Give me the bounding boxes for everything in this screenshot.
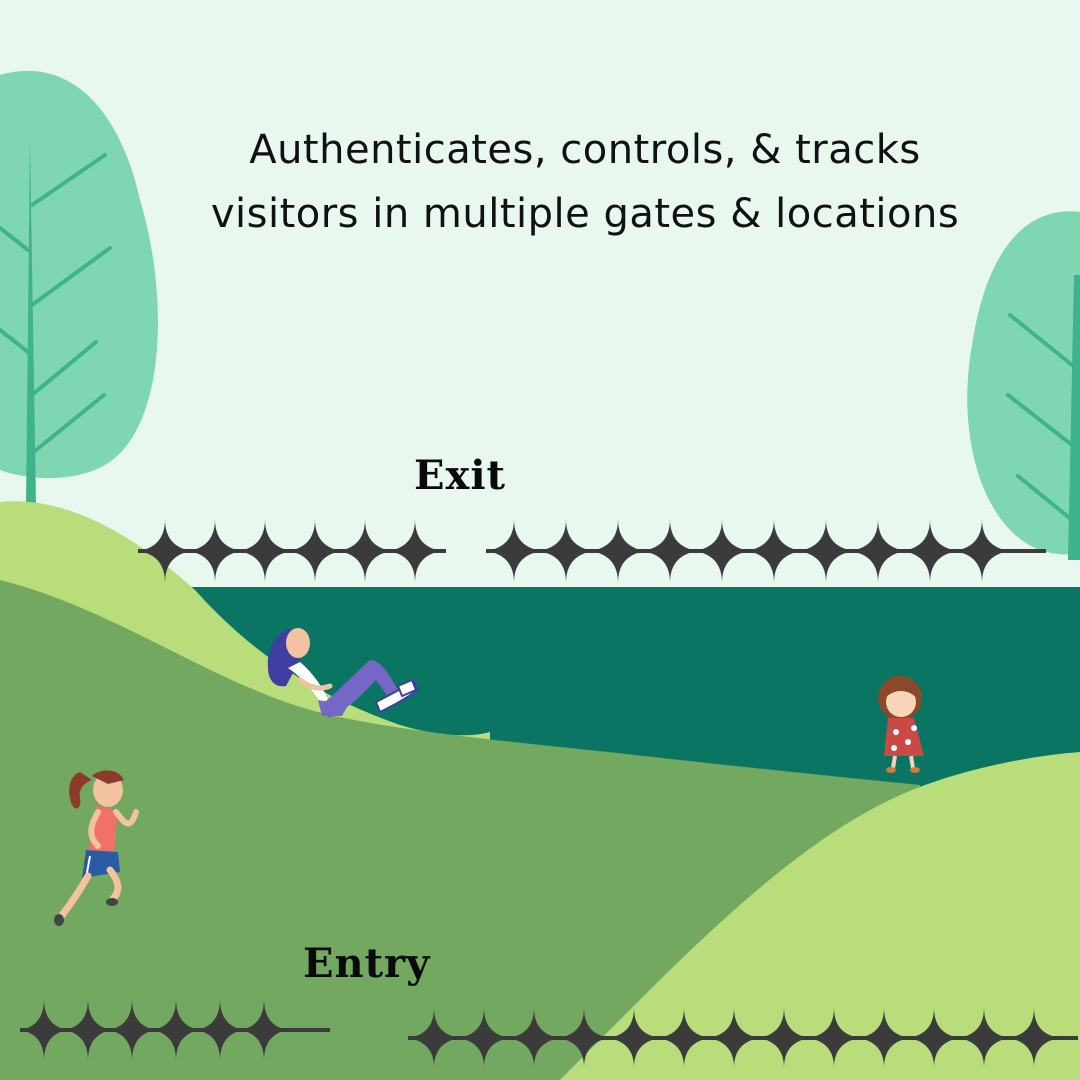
- entry-label: Entry: [303, 940, 431, 987]
- headline: Authenticates, controls, & tracks visito…: [140, 118, 1030, 246]
- barbed-wire-icon: [20, 999, 1078, 1068]
- exit-label: Exit: [414, 452, 507, 499]
- girl-standing-icon: [878, 676, 924, 773]
- tree-icon: [0, 70, 158, 505]
- headline-line-1: Authenticates, controls, & tracks: [249, 127, 921, 173]
- person-running-icon: [54, 770, 139, 926]
- person-lying-icon: [267, 628, 420, 718]
- barbed-wire-icon: [138, 519, 1046, 583]
- hill: [560, 752, 1080, 1080]
- tree-icon: [967, 211, 1080, 560]
- headline-line-2: visitors in multiple gates & locations: [210, 191, 960, 237]
